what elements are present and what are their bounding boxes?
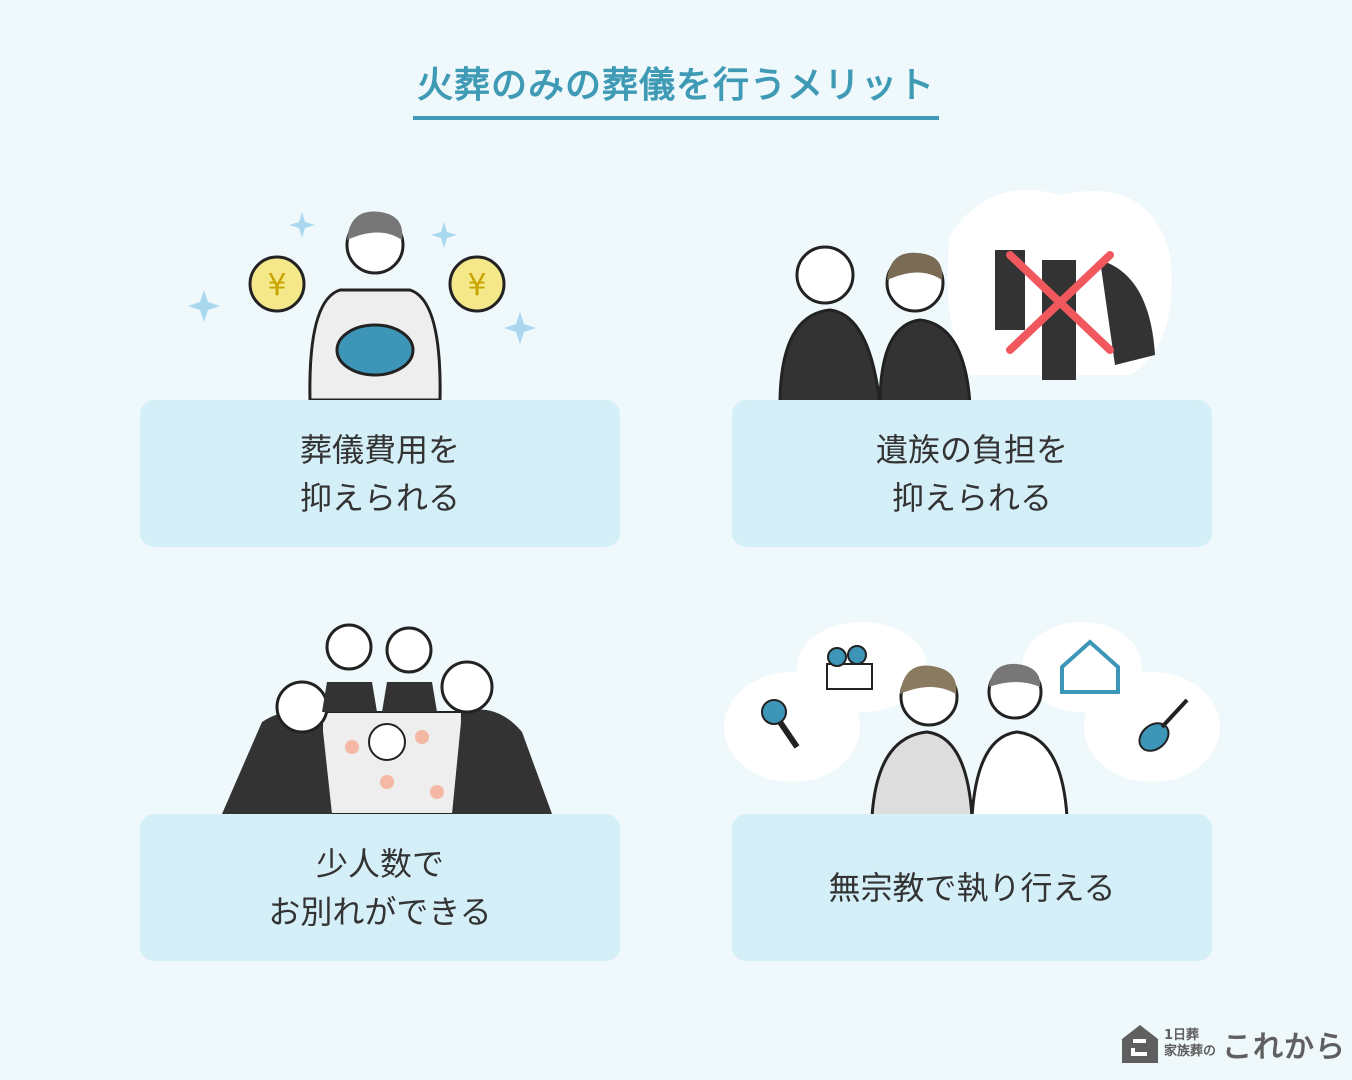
cross-mark-icon: [1006, 251, 1114, 354]
page-title: 火葬のみの葬儀を行うメリット: [0, 56, 1352, 120]
non-religious-illustration: [724, 622, 1220, 817]
savings-illustration: ¥ ¥: [188, 211, 536, 400]
svg-text:¥: ¥: [267, 268, 286, 303]
benefit-card-burden: 遺族の負担を抑えられる: [732, 400, 1212, 547]
sparkle-icon: [188, 212, 536, 344]
video-camera-icon: [826, 645, 873, 690]
benefit-card-non-religious: 無宗教で執り行える: [732, 814, 1212, 961]
benefit-card-small-group: 少人数でお別れができる: [140, 814, 620, 961]
svg-text:¥: ¥: [467, 268, 486, 303]
benefit-card-cost: 葬儀費用を抑えられる: [140, 400, 620, 547]
brand-logo: 1日葬家族葬の これから: [1122, 1022, 1346, 1066]
guitar-icon: [1138, 698, 1189, 752]
house-logo-icon: [1122, 1025, 1158, 1063]
yen-coin-icon: [448, 255, 506, 313]
purse-icon: [335, 323, 415, 377]
small-gathering-illustration: [222, 623, 552, 814]
yen-coin-icon: [248, 255, 306, 313]
family-burden-illustration: [778, 190, 1172, 405]
house-icon: [1060, 639, 1120, 694]
microphone-icon: [761, 699, 800, 749]
